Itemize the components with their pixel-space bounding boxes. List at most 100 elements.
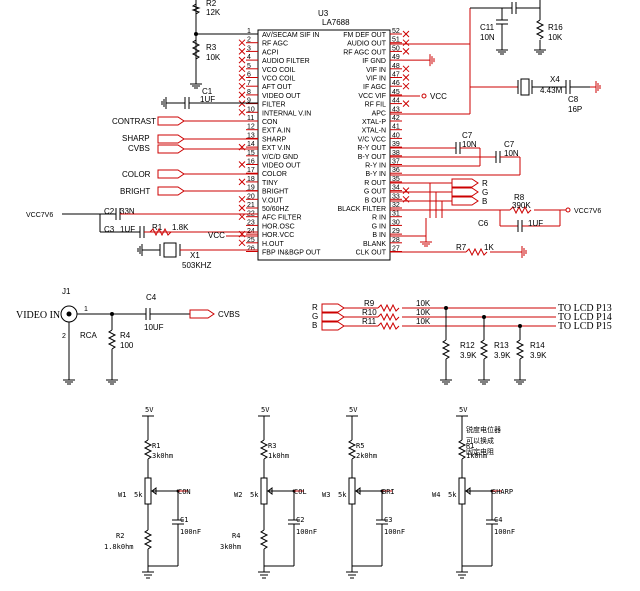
c7a-value: 10N (462, 140, 477, 149)
r2-r3-network: R2 12K R3 10K C1 1UF (161, 0, 258, 110)
no-connect-mark (402, 39, 410, 47)
pot-value: 5k (134, 491, 143, 499)
color-label: COLOR (122, 170, 151, 179)
ic-pin-name: INTERNAL V.IN (262, 110, 311, 117)
r12-value: 3.9K (460, 351, 477, 360)
ic-pin-number: 3 (247, 45, 251, 52)
pot-value: 5k (448, 491, 457, 499)
ic-pin-name: B-Y IN (366, 171, 387, 178)
c1-label: C1 (202, 87, 213, 96)
ic-pin-number: 7 (247, 80, 251, 87)
lcd-r-label: R (312, 303, 318, 312)
left-signal-ports: CONTRAST SHARP CVBS COLOR BRIGHT (112, 116, 258, 196)
g-out-label: G (482, 188, 488, 197)
ic-pin-number: 31 (392, 211, 400, 218)
no-connect-mark (238, 48, 246, 55)
no-connect-mark (238, 195, 246, 203)
c7a-label: C7 (462, 131, 473, 140)
pot-label: W2 (234, 491, 242, 499)
ic-pin-number: 25 (247, 237, 255, 244)
no-connect-mark (402, 74, 410, 81)
note-line-1: 锐度电位器 (466, 425, 501, 434)
no-connect-mark (402, 82, 410, 90)
b-out-label: B (482, 197, 487, 206)
lcd-g-label: G (312, 312, 318, 321)
x1-value: 503KHZ (182, 261, 211, 270)
r14-value: 3.9K (530, 351, 547, 360)
ic-pin-number: 43 (392, 106, 400, 113)
rca-label: RCA (80, 331, 98, 340)
no-connect-mark (238, 161, 246, 168)
no-connect-mark (238, 74, 246, 81)
ic-ref: U3 (318, 9, 329, 18)
ic-pin-number: 23 (247, 219, 255, 226)
ic-pin-number: 45 (392, 89, 400, 96)
no-connect-mark (238, 65, 246, 73)
ic-pin-name: ACPI (262, 49, 278, 56)
ic-pin-number: 29 (392, 228, 400, 235)
ic-pin-number: 16 (247, 159, 255, 166)
ic-pin-name: AFC FILTER (262, 215, 302, 222)
ic-pin-name: R-Y OUT (357, 145, 386, 152)
ic-pin-name: APC (372, 110, 386, 117)
r7-label: R7 (456, 243, 467, 252)
vcc-label: 5V (145, 406, 154, 414)
ic-pin-number: 1 (247, 28, 251, 35)
ic-pin-number: 47 (392, 72, 400, 79)
to-lcd-p15: TO LCD P15 (558, 321, 612, 332)
r9-label: R9 (364, 299, 375, 308)
c8-value: 16P (568, 105, 582, 114)
ic-pin-number: 36 (392, 167, 400, 174)
ic-pin-name: G OUT (364, 189, 387, 196)
c6-value: 1UF (528, 219, 543, 228)
resistor-top-value: 1k0hm (268, 452, 289, 460)
ic-pin-number: 4 (247, 54, 251, 61)
ic-pin-number: 30 (392, 219, 400, 226)
c6-label: C6 (478, 219, 489, 228)
vcc-label: 5V (349, 406, 358, 414)
ic-pin-number: 50 (392, 45, 400, 52)
ic-pin-number: 10 (247, 106, 255, 113)
ic-pin-number: 40 (392, 132, 400, 139)
c7b-label: C7 (504, 140, 515, 149)
ic-pin-name: FM DEF OUT (343, 32, 386, 39)
ic-pin-name: V.OUT (262, 197, 283, 204)
ic-pin-number: 39 (392, 141, 400, 148)
r12-label: R12 (460, 341, 475, 350)
ic-pin-name: IF AGC (363, 84, 386, 91)
cap-value: 100nF (384, 528, 405, 536)
r2-value: 12K (206, 8, 221, 17)
cap-value: 100nF (494, 528, 515, 536)
pot-label: W4 (432, 491, 440, 499)
ic-pin-number: 12 (247, 124, 255, 131)
ic-pin-name: XTAL-P (362, 119, 386, 126)
ic-pin-name: AUDIO OUT (347, 41, 387, 48)
no-connect-mark (238, 39, 246, 47)
vcc-label: 5V (459, 406, 468, 414)
ic-pin-name: R IN (372, 215, 386, 222)
resistor-bottom-value: 3k0hm (220, 543, 241, 551)
ic-pin-name: RF FIL (365, 102, 386, 109)
ic-pin-name: 50/60HZ (262, 206, 290, 213)
to-lcd-p14: TO LCD P14 (558, 312, 612, 323)
ic-pin-number: 20 (247, 193, 255, 200)
ic-pin-number: 14 (247, 141, 255, 148)
r16-label: R16 (548, 23, 563, 32)
ic-pin-number: 19 (247, 185, 255, 192)
no-connect-mark (402, 30, 410, 38)
pot-value: 5k (338, 491, 347, 499)
ic-pin-name: HOR.VCC (262, 232, 294, 239)
ic-pin-number: 6 (247, 72, 251, 79)
pot-output-label: BRI (382, 488, 395, 496)
ic-pin-name: VCO COIL (262, 67, 296, 74)
bright-label: BRIGHT (120, 187, 150, 196)
ic-pin-name: EXT V.IN (262, 145, 290, 152)
gnd-symbol (429, 54, 435, 67)
ic-pin-number: 52 (392, 28, 400, 35)
c3-value: 1UF (120, 225, 135, 234)
ic-pin-name: B IN (372, 232, 386, 239)
